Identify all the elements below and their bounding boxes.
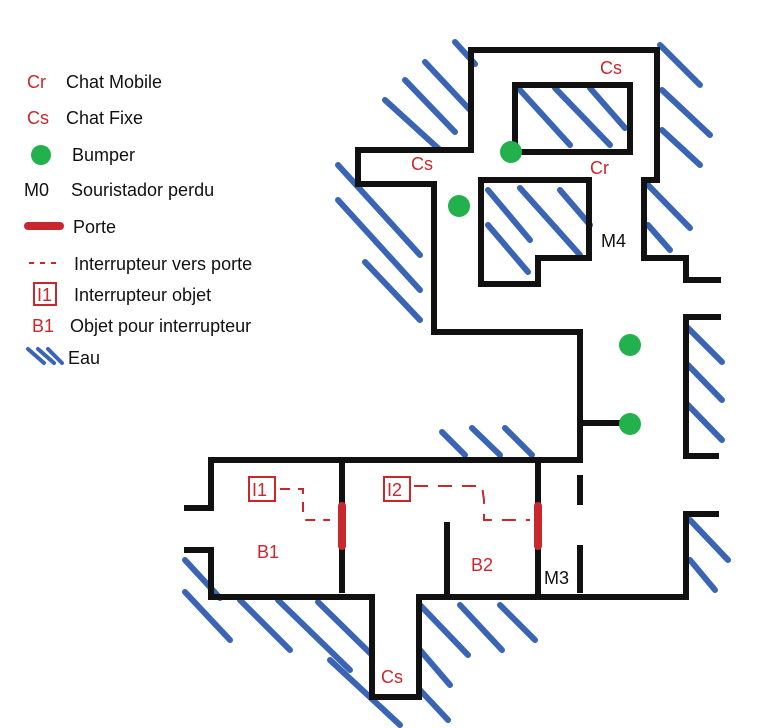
bumper-icon [619, 334, 641, 356]
legend-label-interrupteur-objet: Interrupteur objet [74, 285, 211, 305]
legend-label-chat-fixe: Chat Fixe [66, 108, 143, 128]
label-m4: M4 [601, 231, 626, 251]
legend-code-b1: B1 [32, 316, 54, 336]
legend-label-souristador: Souristador perdu [71, 180, 214, 200]
legend-code-cr: Cr [27, 72, 46, 92]
legend-label-bumper: Bumper [72, 145, 135, 165]
switch-path-i2 [414, 485, 530, 521]
label-cs-left: Cs [411, 154, 433, 174]
water-areas [182, 39, 731, 728]
legend: Cr Chat Mobile Cs Chat Fixe Bumper M0 So… [24, 72, 252, 368]
legend-label-interrupteur-porte: Interrupteur vers porte [74, 254, 252, 274]
legend-label-eau: Eau [68, 348, 100, 368]
legend-code-cs: Cs [27, 108, 49, 128]
legend-label-porte: Porte [73, 217, 116, 237]
bumper-icon [500, 141, 522, 163]
walls [184, 47, 721, 700]
label-b2: B2 [471, 555, 493, 575]
bumper-icon [619, 413, 641, 435]
legend-water-icon [26, 347, 64, 365]
label-i2: I2 [387, 480, 402, 500]
label-b1: B1 [257, 542, 279, 562]
legend-label-chat-mobile: Chat Mobile [66, 72, 162, 92]
label-cs-bottom: Cs [381, 667, 403, 687]
legend-switch-object-icon [33, 282, 57, 306]
label-m3: M3 [544, 568, 569, 588]
legend-bumper-icon [31, 145, 51, 165]
switch-object-i2-icon [383, 476, 411, 502]
switch-object-i1-icon [248, 476, 276, 502]
label-cs-top: Cs [600, 58, 622, 78]
bumper-icon [448, 195, 470, 217]
label-cr-center: Cr [590, 158, 609, 178]
legend-code-m0: M0 [24, 180, 49, 200]
switch-path-i1 [280, 488, 330, 521]
legend-label-objet: Objet pour interrupteur [70, 316, 251, 336]
legend-code-i1: I1 [37, 285, 52, 305]
label-i1: I1 [252, 480, 267, 500]
